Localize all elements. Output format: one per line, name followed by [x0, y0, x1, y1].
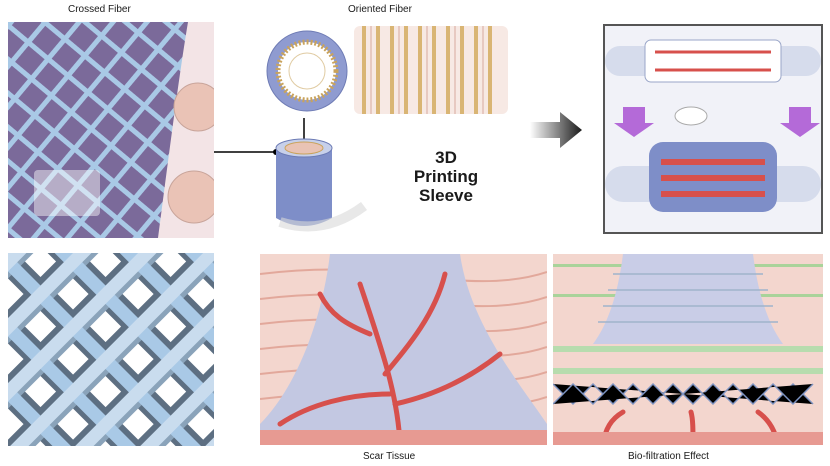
filtration-layer-top: [553, 346, 823, 352]
oriented-fiber-cross-section: [262, 26, 352, 116]
crossed-fiber-illustration: [8, 22, 214, 238]
crossed-fiber-label: Crossed Fiber: [68, 4, 131, 15]
scar-tissue-illustration: [260, 254, 547, 445]
lattice-structure-illustration: [8, 253, 214, 446]
aligned-fiber-illustration: [362, 26, 492, 114]
fiber-ring-illustration: [266, 30, 348, 112]
biofiltration-panel: [553, 254, 823, 445]
scar-tissue-label: Scar Tissue: [363, 451, 416, 462]
title-line-2: Printing: [413, 167, 479, 186]
sleeve-connector-graphic: [214, 118, 367, 232]
implant-surgery-panel: [603, 24, 823, 234]
lattice-zoom-panel: [8, 253, 214, 446]
scar-tissue-panel: [260, 254, 547, 445]
oriented-fiber-longitudinal: [354, 26, 508, 114]
biofiltration-label: Bio-filtration Effect: [628, 451, 709, 462]
printed-sleeve-icon: [275, 138, 367, 232]
title-line-1: 3D: [435, 148, 457, 167]
oriented-fiber-label: Oriented Fiber: [348, 4, 412, 15]
down-arrow-left-icon: [614, 107, 654, 137]
title-line-3: Sleeve: [419, 186, 473, 205]
process-arrow-icon: [530, 112, 582, 148]
crossed-fiber-panel: [8, 22, 214, 238]
nerve-implant-illustration: [605, 39, 821, 212]
biofiltration-illustration: [553, 254, 823, 445]
filtration-layer-bottom: [553, 368, 823, 374]
rat-icon: [674, 106, 708, 126]
down-arrow-right-icon: [780, 107, 820, 137]
printing-sleeve-title: 3D Printing Sleeve: [398, 148, 494, 205]
